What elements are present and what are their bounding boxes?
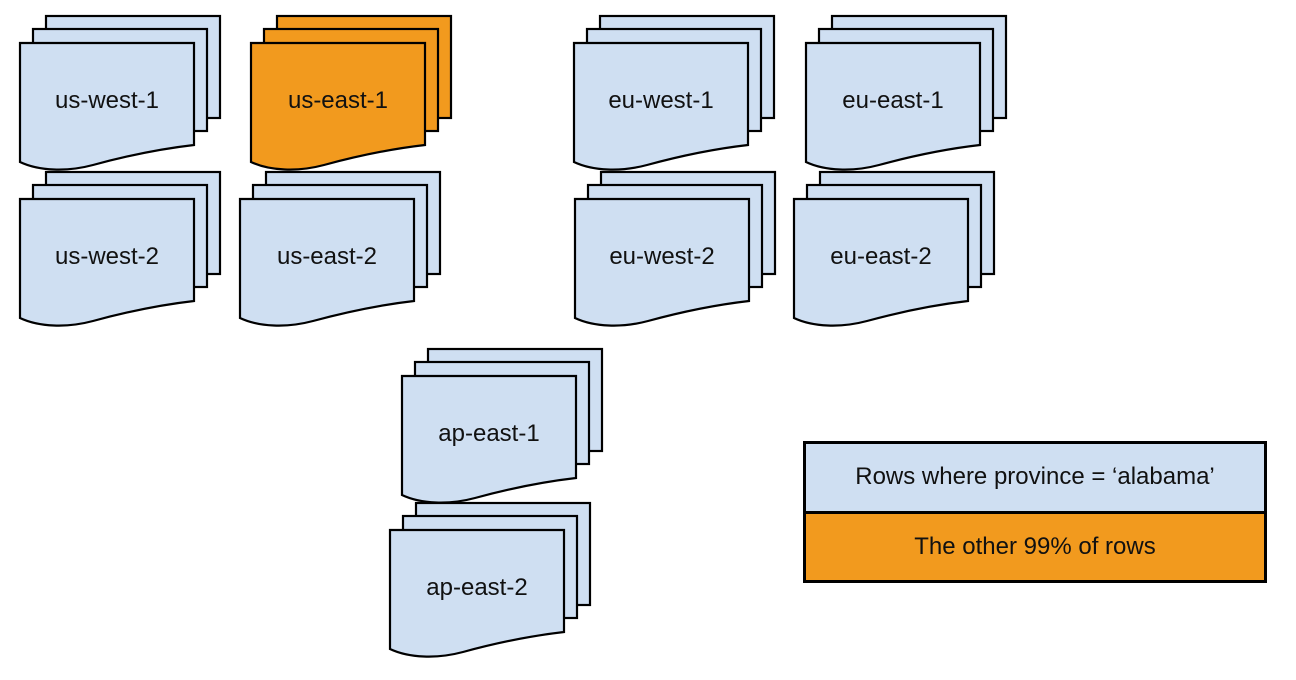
region-stack-eu-west-1: eu-west-1 bbox=[572, 14, 776, 173]
region-stack-ap-east-1: ap-east-1 bbox=[400, 347, 604, 506]
legend-row-alabama: Rows where province = ‘alabama’ bbox=[806, 444, 1264, 514]
front-document-page bbox=[792, 197, 970, 327]
document-stack-shape bbox=[792, 170, 996, 327]
document-stack-shape bbox=[18, 14, 222, 171]
front-document-page bbox=[388, 528, 566, 658]
front-document-page bbox=[573, 197, 751, 327]
region-stack-eu-east-2: eu-east-2 bbox=[792, 170, 996, 329]
front-document-page bbox=[249, 41, 427, 171]
front-document-page bbox=[238, 197, 416, 327]
front-document-page bbox=[804, 41, 982, 171]
legend: Rows where province = ‘alabama’ The othe… bbox=[803, 441, 1267, 583]
document-stack-shape bbox=[238, 170, 442, 327]
front-document-page bbox=[18, 197, 196, 327]
legend-row-other: The other 99% of rows bbox=[806, 513, 1264, 580]
region-stack-eu-east-1: eu-east-1 bbox=[804, 14, 1008, 173]
document-stack-shape bbox=[572, 14, 776, 171]
document-stack-shape bbox=[573, 170, 777, 327]
document-stack-shape bbox=[388, 501, 592, 658]
region-stack-us-west-1: us-west-1 bbox=[18, 14, 222, 173]
region-stack-us-east-2: us-east-2 bbox=[238, 170, 442, 329]
legend-row-alabama-label: Rows where province = ‘alabama’ bbox=[855, 463, 1215, 491]
document-stack-shape bbox=[249, 14, 453, 171]
region-stack-us-west-2: us-west-2 bbox=[18, 170, 222, 329]
region-stack-us-east-1: us-east-1 bbox=[249, 14, 453, 173]
document-stack-shape bbox=[400, 347, 604, 504]
document-stack-shape bbox=[804, 14, 1008, 171]
legend-row-other-label: The other 99% of rows bbox=[914, 532, 1156, 560]
front-document-page bbox=[18, 41, 196, 171]
region-stack-ap-east-2: ap-east-2 bbox=[388, 501, 592, 660]
document-stack-shape bbox=[18, 170, 222, 327]
front-document-page bbox=[572, 41, 750, 171]
front-document-page bbox=[400, 374, 578, 504]
region-stack-eu-west-2: eu-west-2 bbox=[573, 170, 777, 329]
